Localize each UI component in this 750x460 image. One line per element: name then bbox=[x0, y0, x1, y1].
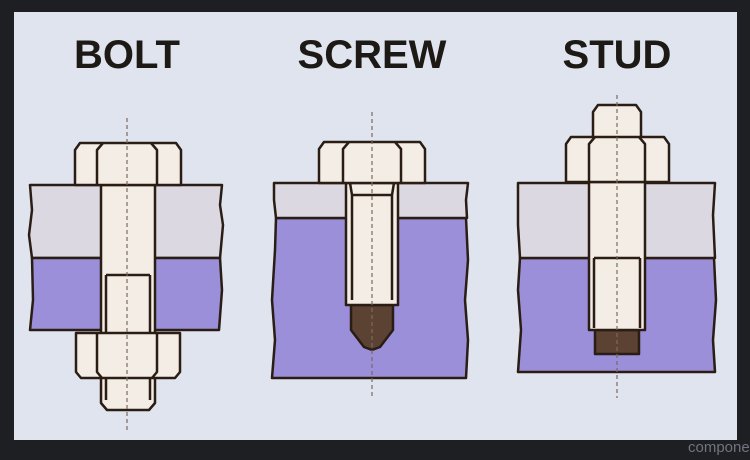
bolt-hex-head bbox=[73, 141, 183, 187]
stud-figure: STUD bbox=[516, 33, 718, 398]
background-text: componen bbox=[688, 439, 750, 456]
stud-title: STUD bbox=[563, 33, 672, 77]
bolt-hex-nut bbox=[74, 331, 182, 380]
screw-figure: SCREW bbox=[270, 33, 470, 398]
screw-hole-tip bbox=[349, 303, 395, 352]
bolt-title: BOLT bbox=[74, 33, 180, 77]
screw-shank bbox=[344, 181, 400, 307]
screw-title: SCREW bbox=[298, 33, 447, 77]
bolt-figure: BOLT bbox=[27, 33, 225, 432]
